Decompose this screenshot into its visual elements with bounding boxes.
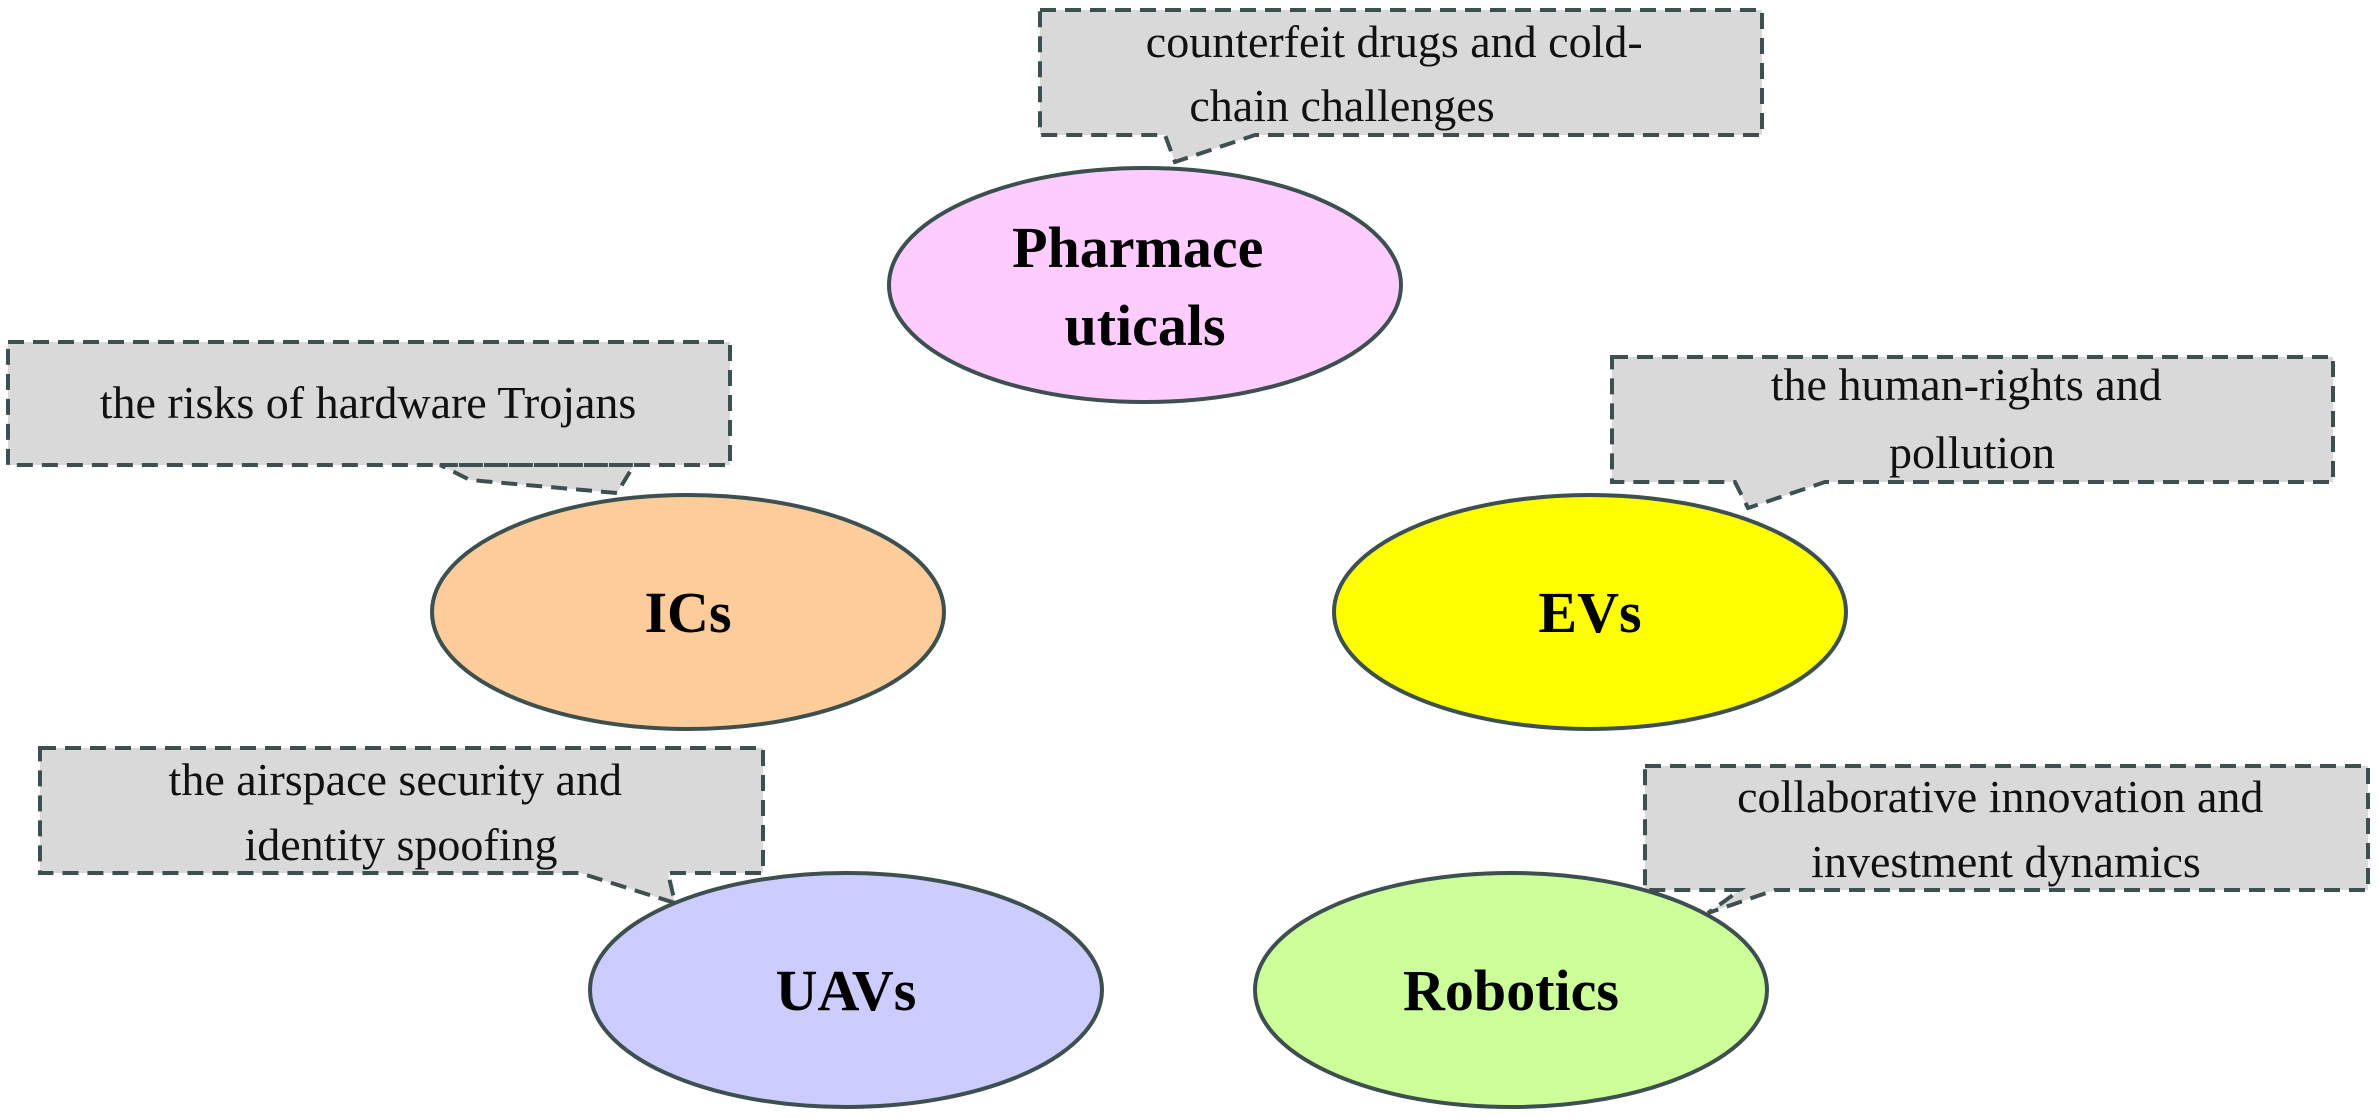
label-line: UAVs <box>776 958 917 1023</box>
ellipse-pharmaceuticals <box>887 166 1403 404</box>
callout-evs <box>1610 355 2335 511</box>
callout-line: investment dynamics <box>1811 836 2201 887</box>
callout-line: identity spoofing <box>244 819 557 870</box>
callout-line: the risks of hardware Trojans <box>100 377 637 428</box>
ellipse-robotics <box>1253 871 1769 1109</box>
label-ics: ICs <box>644 580 731 645</box>
callout-line: pollution <box>1889 427 2055 478</box>
node-uavs: the airspace security and identity spoof… <box>38 746 1104 1109</box>
node-robotics: collaborative innovation and investment … <box>1253 764 2370 1109</box>
callout-text-evs: the human-rights and pollution <box>1771 359 2173 478</box>
callout-text-ics: the risks of hardware Trojans <box>100 377 637 428</box>
callout-line: collaborative innovation and <box>1737 771 2263 822</box>
label-pharmaceuticals: Pharmace uticals <box>1012 215 1278 358</box>
label-robotics: Robotics <box>1403 958 1619 1023</box>
callout-uavs <box>38 746 765 906</box>
callout-ics <box>6 340 732 496</box>
callout-text-robotics: collaborative innovation and investment … <box>1737 771 2275 887</box>
label-line: EVs <box>1538 580 1641 645</box>
ellipse-uavs <box>588 871 1104 1109</box>
label-evs: EVs <box>1538 580 1641 645</box>
callout-robotics <box>1643 764 2370 915</box>
callout-pharmaceuticals <box>1038 8 1764 165</box>
label-uavs: UAVs <box>776 958 917 1023</box>
node-pharmaceuticals: counterfeit drugs and cold- chain challe… <box>887 8 1764 404</box>
ellipse-evs <box>1332 493 1848 731</box>
label-line: uticals <box>1064 293 1225 358</box>
ellipse-ics <box>430 493 946 731</box>
callout-line: the airspace security and <box>169 754 622 805</box>
callout-text-pharmaceuticals: counterfeit drugs and cold- chain challe… <box>1146 16 1654 131</box>
label-line: Robotics <box>1403 958 1619 1023</box>
callout-line: counterfeit drugs and cold- <box>1146 16 1643 67</box>
callout-text-uavs: the airspace security and identity spoof… <box>169 754 634 870</box>
label-line: ICs <box>644 580 731 645</box>
callout-line: the human-rights and <box>1771 359 2162 410</box>
label-line: Pharmace <box>1012 215 1263 280</box>
node-ics: the risks of hardware Trojans ICs <box>6 340 946 731</box>
node-evs: the human-rights and pollution EVs <box>1332 355 2335 731</box>
callout-line: chain challenges <box>1189 80 1494 131</box>
